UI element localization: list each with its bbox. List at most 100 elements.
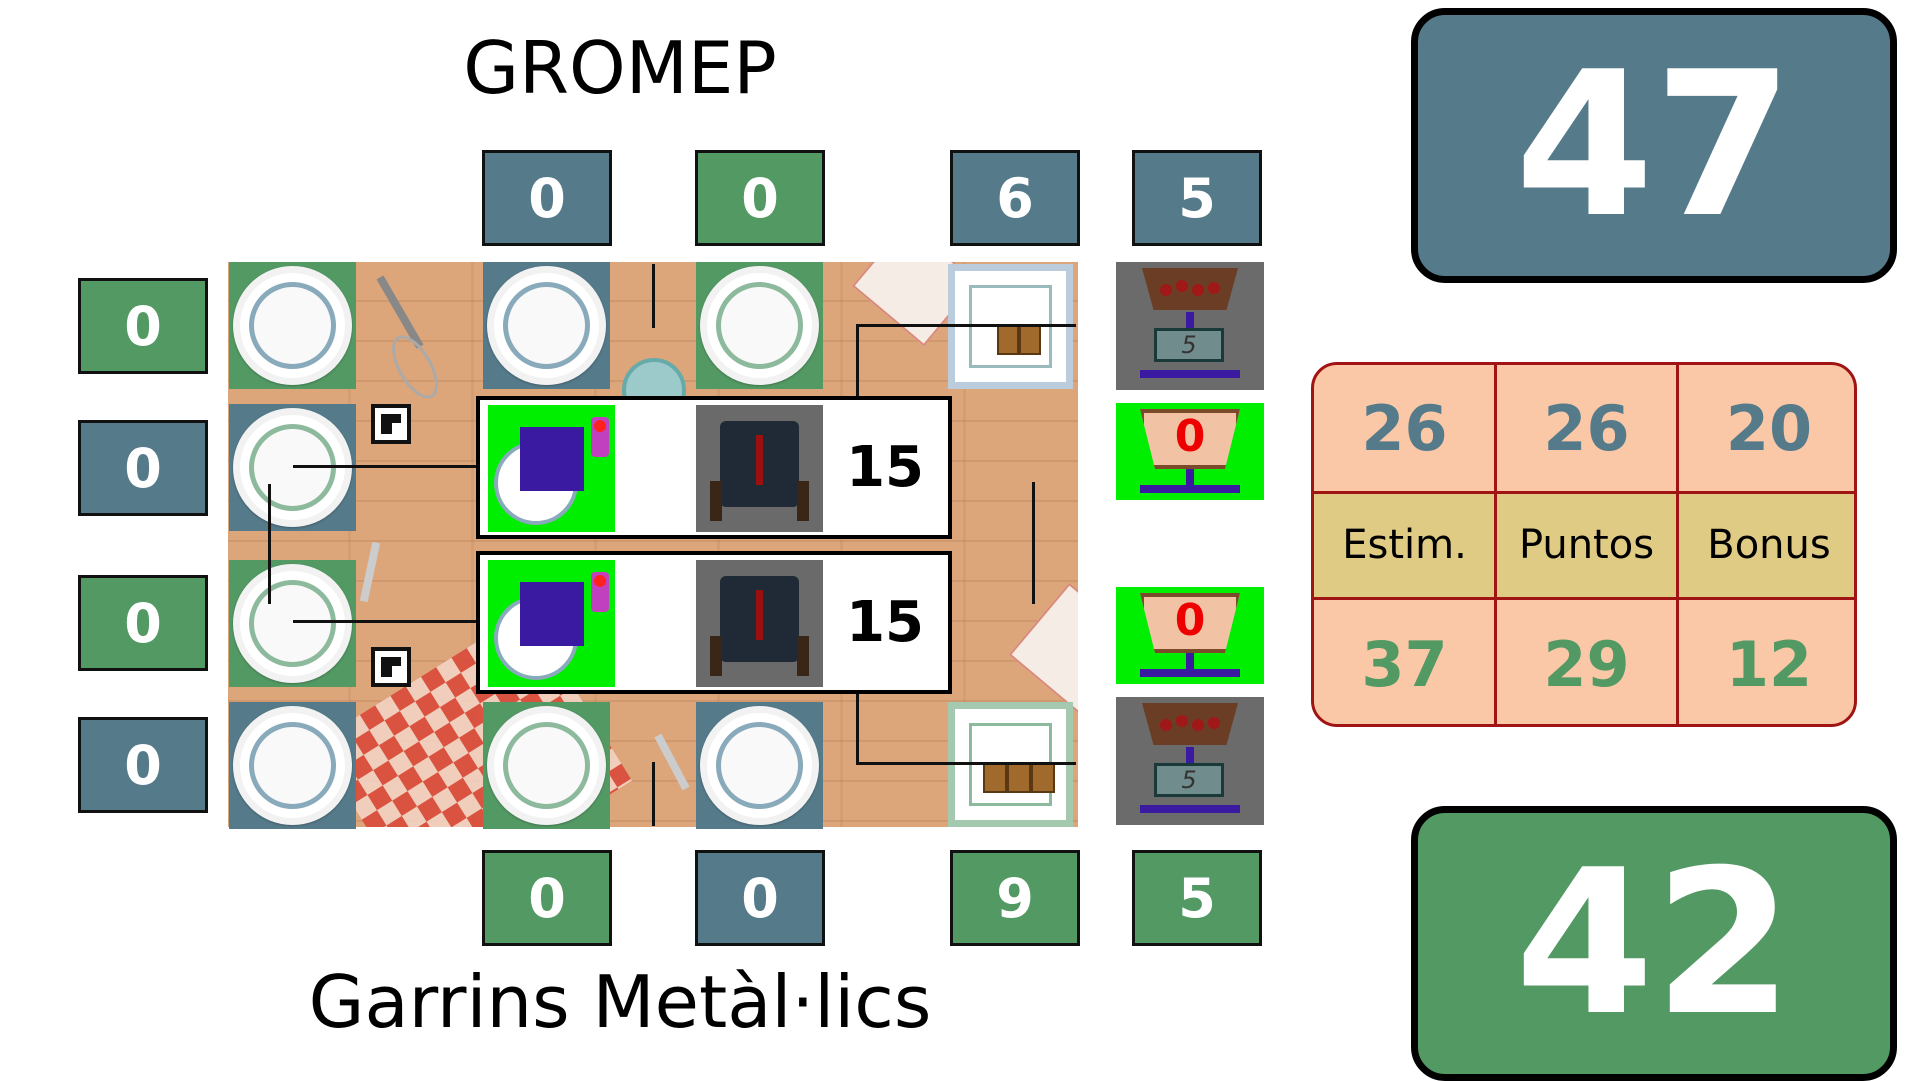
top-counter-2: 0 — [695, 150, 825, 246]
connector-line — [268, 484, 271, 604]
scale-weight: 5 — [1154, 328, 1224, 362]
table-divider — [1494, 365, 1497, 724]
spoon-icon-2 — [654, 733, 690, 791]
basket-count-bottom: 0 — [1116, 587, 1264, 684]
scale-stem — [1186, 747, 1194, 763]
stat-label-bonus: Bonus — [1678, 492, 1854, 598]
scale-stem — [1186, 653, 1194, 669]
scale-base — [1140, 370, 1240, 378]
basket-scale-icon: 5 — [1116, 262, 1264, 390]
score-bottom: 42 — [1411, 806, 1897, 1081]
plate-icon — [487, 706, 606, 825]
whisk-head — [382, 328, 448, 406]
stat-label-estim: Estim. — [1314, 492, 1495, 598]
board-tile — [229, 560, 356, 687]
basket-scale-icon: 5 — [1116, 697, 1264, 825]
connector-line — [293, 465, 476, 468]
cherry-icon — [1208, 717, 1220, 729]
left-counter-4: 0 — [78, 717, 208, 813]
left-counter-2: 0 — [78, 420, 208, 516]
bottom-counter-2: 0 — [695, 850, 825, 946]
wheel — [710, 481, 722, 521]
plate-icon — [700, 266, 819, 385]
table-divider — [1314, 491, 1854, 494]
wheel — [797, 481, 809, 521]
cherry-icon — [1192, 719, 1204, 731]
score-top: 47 — [1411, 8, 1897, 283]
status-light-icon — [591, 417, 609, 457]
bottom-counter-4: 5 — [1132, 850, 1262, 946]
left-counter-3: 0 — [78, 575, 208, 671]
robot-panel-2: 15 — [476, 551, 952, 694]
cup-icon — [1140, 593, 1240, 653]
board-tile — [696, 262, 823, 389]
basket-bowl — [1142, 268, 1238, 310]
top-counter-1: 0 — [482, 150, 612, 246]
brick-icon — [1007, 763, 1031, 793]
aruco-marker-icon — [371, 647, 411, 687]
cherry-icon — [1192, 284, 1204, 296]
bottom-counter-1: 0 — [482, 850, 612, 946]
scale-stem — [1186, 469, 1194, 485]
stat-bottom-puntos: 29 — [1543, 627, 1630, 701]
connector-line — [652, 264, 655, 328]
stat-top-bonus: 20 — [1725, 392, 1813, 465]
basket-count-top: 0 — [1116, 403, 1264, 500]
tie — [756, 590, 763, 640]
team-top-name: GROMEP — [463, 26, 777, 110]
robot-value: 15 — [846, 590, 924, 655]
stat-bottom-bonus: 12 — [1725, 627, 1813, 701]
connector-line — [293, 620, 476, 623]
top-counter-3: 6 — [950, 150, 1080, 246]
board-tile — [483, 702, 610, 829]
robot-icon — [488, 560, 615, 687]
robot-icon — [488, 405, 615, 532]
tie — [756, 435, 763, 485]
top-counter-4: 5 — [1132, 150, 1262, 246]
table-divider — [1314, 597, 1854, 600]
board-tile — [483, 262, 610, 389]
stats-table: 26 26 20 Estim. Puntos Bonus 37 29 12 — [1311, 362, 1857, 727]
robot-body — [520, 427, 584, 491]
board-tile — [229, 262, 356, 389]
wheel — [710, 636, 722, 676]
plate-icon — [233, 564, 352, 683]
board-tile — [696, 702, 823, 829]
stat-label-puntos: Puntos — [1496, 492, 1677, 598]
left-counter-1: 0 — [78, 278, 208, 374]
napkin-decoration-2 — [1008, 582, 1078, 716]
aruco-marker-icon — [371, 404, 411, 444]
connector-line — [856, 324, 1076, 327]
team-bottom-name: Garrins Metàl·lics — [308, 960, 932, 1044]
connector-line — [856, 324, 859, 396]
plate-icon — [233, 266, 352, 385]
basket-bowl — [1142, 703, 1238, 745]
cherry-icon — [1176, 715, 1188, 727]
plate-icon — [487, 266, 606, 385]
brick-icon — [983, 763, 1007, 793]
spoon-icon — [359, 541, 381, 603]
table-divider — [1676, 365, 1679, 724]
status-light-icon — [591, 572, 609, 612]
game-board — [228, 262, 1078, 827]
scale-stem — [1186, 312, 1194, 328]
basket-count-value: 0 — [1174, 410, 1206, 462]
plate-icon — [233, 706, 352, 825]
connector-line — [652, 762, 655, 826]
brick-icon — [997, 325, 1019, 355]
plate-icon — [700, 706, 819, 825]
scale-base — [1140, 669, 1240, 677]
cherry-icon — [1176, 280, 1188, 292]
cherry-icon — [1208, 282, 1220, 294]
stat-top-estim: 26 — [1361, 392, 1448, 465]
connector-line — [856, 690, 859, 762]
scale-base — [1140, 805, 1240, 813]
robot-value: 15 — [846, 435, 924, 500]
scale-weight: 5 — [1154, 763, 1224, 797]
board-tile — [229, 702, 356, 829]
wheel — [797, 636, 809, 676]
stat-bottom-estim: 37 — [1361, 627, 1448, 701]
stat-top-puntos: 26 — [1543, 392, 1630, 465]
suit-robot-icon — [696, 560, 823, 687]
brick-icon — [1031, 763, 1055, 793]
